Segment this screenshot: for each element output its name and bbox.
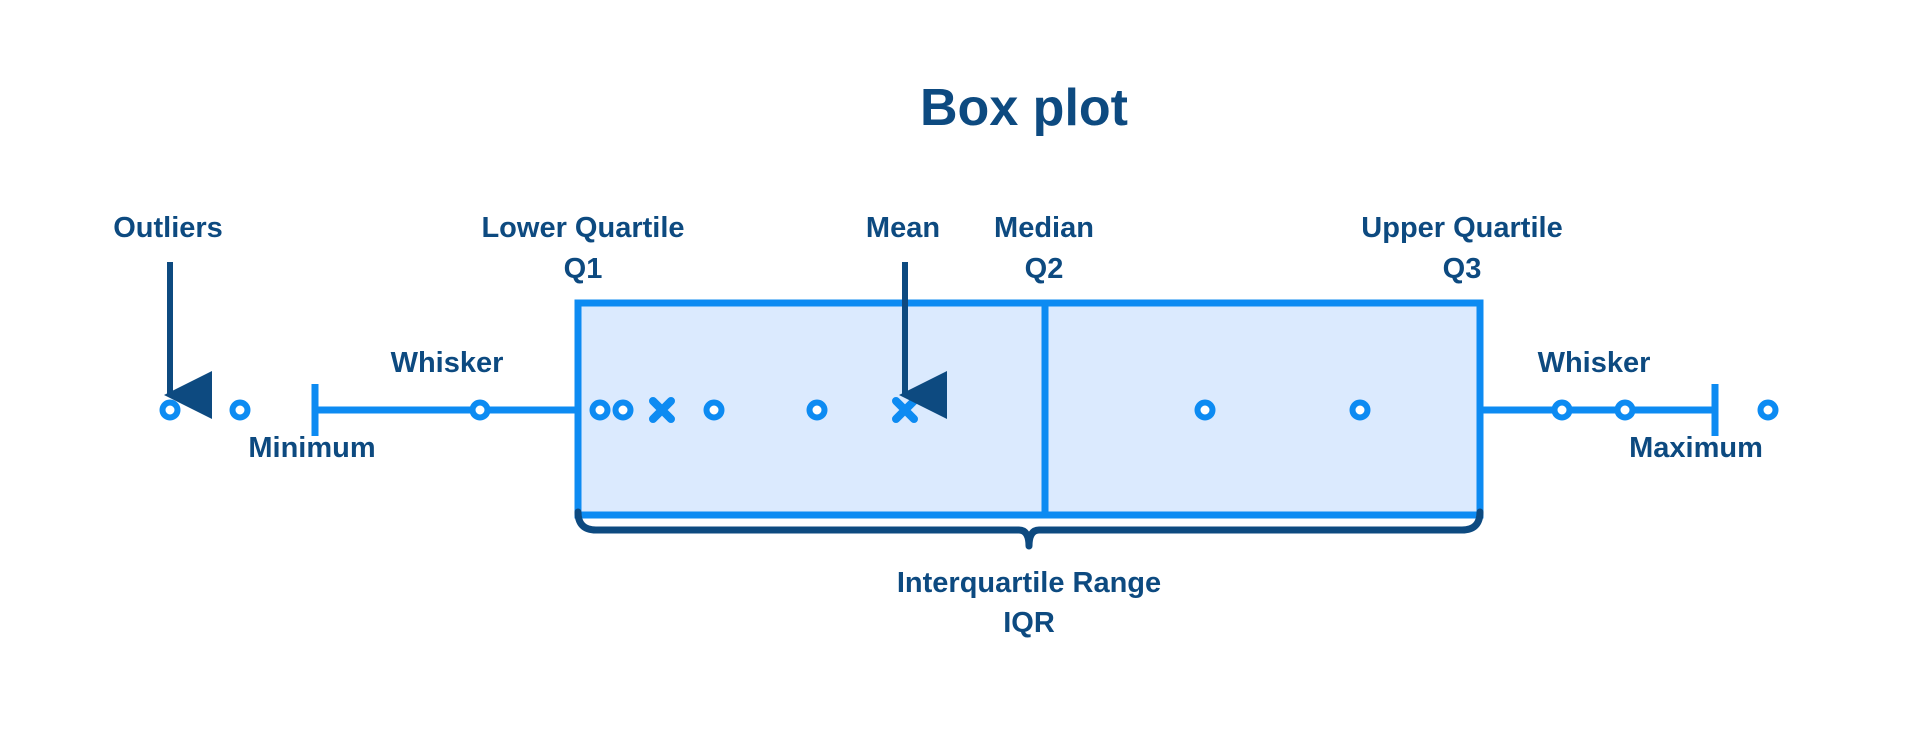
label-iqr: Interquartile Range [897,567,1161,599]
data-point-circle [1551,399,1573,421]
data-point-circle [589,399,611,421]
data-point-circle [806,399,828,421]
data-point-cross [649,397,675,423]
label-minimum: Minimum [248,432,375,464]
label-median-q2: Q2 [1025,253,1064,285]
data-point-circle [1757,399,1779,421]
page-title: Box plot [920,79,1128,137]
data-point-circle [469,399,491,421]
data-point-circle [1349,399,1371,421]
data-point-circle [159,399,181,421]
data-point-circle [1614,399,1636,421]
boxplot-geometry [311,299,1719,519]
data-point-circle [703,399,725,421]
label-maximum: Maximum [1629,432,1763,464]
iqr-bracket [574,508,1484,550]
data-point-circle [229,399,251,421]
label-iqr-short: IQR [1003,607,1055,639]
label-whisker-left: Whisker [391,347,504,379]
label-lower-quartile: Lower Quartile [481,212,684,244]
label-whisker-right: Whisker [1538,347,1651,379]
label-upper-quartile-q3: Q3 [1443,253,1482,285]
label-mean: Mean [866,212,940,244]
label-median: Median [994,212,1094,244]
annotation-arrows [164,262,947,419]
label-upper-quartile: Upper Quartile [1361,212,1562,244]
label-outliers: Outliers [113,212,223,244]
data-point-circle [1194,399,1216,421]
label-lower-quartile-q1: Q1 [564,253,603,285]
iqr-box [574,299,1484,519]
iqr-brace [574,508,1484,550]
data-point-circle [612,399,634,421]
